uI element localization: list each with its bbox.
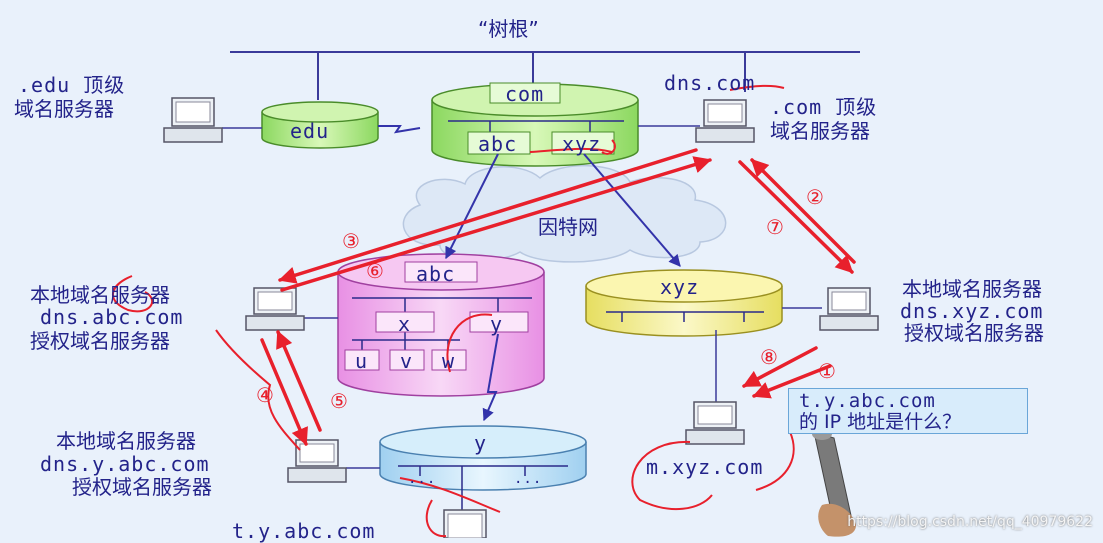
xyz-server-host: dns.xyz.com	[900, 299, 1044, 323]
edu-server-label-line2: 域名服务器	[14, 97, 114, 121]
query-callout-line2: 的 IP 地址是什么？	[799, 411, 962, 433]
edu-server-label-line1: .edu 顶级	[18, 73, 126, 97]
y-dots-2: ...	[514, 471, 543, 487]
com-domain-label: com	[505, 82, 545, 106]
y-dots-1: ...	[408, 471, 437, 487]
com-server-label-line1: .com 顶级	[770, 95, 878, 119]
hand-annotations	[111, 84, 795, 538]
com-server-computer	[695, 99, 755, 143]
y-server-host: dns.y.abc.com	[40, 452, 210, 476]
xyz-server-computer	[819, 287, 879, 331]
target-host-computer	[443, 509, 487, 538]
edu-com-link	[378, 125, 421, 134]
root-label: “树根”	[478, 17, 539, 41]
query-arrows	[260, 148, 856, 446]
abc-domain-label: abc	[416, 262, 456, 286]
internet-label: 因特网	[538, 215, 598, 239]
y-domain-label: y	[474, 431, 488, 455]
root-backbone	[230, 51, 860, 100]
edu-domain-label: edu	[290, 119, 330, 143]
abc-server-label-line1: 本地域名服务器	[30, 283, 170, 307]
query-callout: t.y.abc.com 的 IP 地址是什么？	[788, 388, 1028, 434]
com-server-host: dns.com	[664, 71, 756, 95]
com-server-label-line2: 域名服务器	[770, 119, 870, 143]
host-links	[222, 125, 822, 469]
xyz-database	[585, 269, 783, 337]
step-4: ④	[256, 383, 274, 407]
abc-x-label: x	[398, 312, 412, 336]
step-1: ①	[818, 359, 836, 383]
client-host-label: m.xyz.com	[646, 455, 764, 479]
abc-server-host: dns.abc.com	[40, 305, 184, 329]
abc-server-label-line3: 授权域名服务器	[30, 329, 170, 353]
abc-u-label: u	[355, 349, 369, 373]
com-sub-abc-label: abc	[478, 132, 518, 156]
edu-server-computer	[163, 97, 223, 143]
y-server-label-line3: 授权域名服务器	[72, 475, 212, 499]
abc-y-label: y	[490, 312, 504, 336]
step-8: ⑧	[760, 345, 778, 369]
com-sub-xyz-label: xyz	[562, 132, 602, 156]
xyz-domain-label: xyz	[660, 275, 700, 299]
delegation-links	[445, 153, 681, 422]
step-6: ⑥	[366, 259, 384, 283]
client-computer	[685, 401, 745, 445]
watermark: https://blog.csdn.net/qq_40979622	[847, 514, 1093, 530]
abc-w-label: w	[442, 349, 456, 373]
step-2: ②	[806, 185, 824, 209]
abc-v-label: v	[400, 349, 414, 373]
y-database	[379, 425, 587, 538]
step-7: ⑦	[766, 215, 784, 239]
target-host-label: t.y.abc.com	[232, 519, 376, 543]
abc-server-computer	[245, 287, 305, 331]
step-3: ③	[342, 229, 360, 253]
edu-database	[261, 101, 379, 149]
y-server-label-line1: 本地域名服务器	[56, 429, 196, 453]
xyz-server-label-line1: 本地域名服务器	[902, 277, 1042, 301]
xyz-server-label-line3: 授权域名服务器	[904, 321, 1044, 345]
step-5: ⑤	[330, 389, 348, 413]
pointer-stick	[812, 428, 856, 537]
query-callout-line1: t.y.abc.com	[799, 390, 936, 412]
